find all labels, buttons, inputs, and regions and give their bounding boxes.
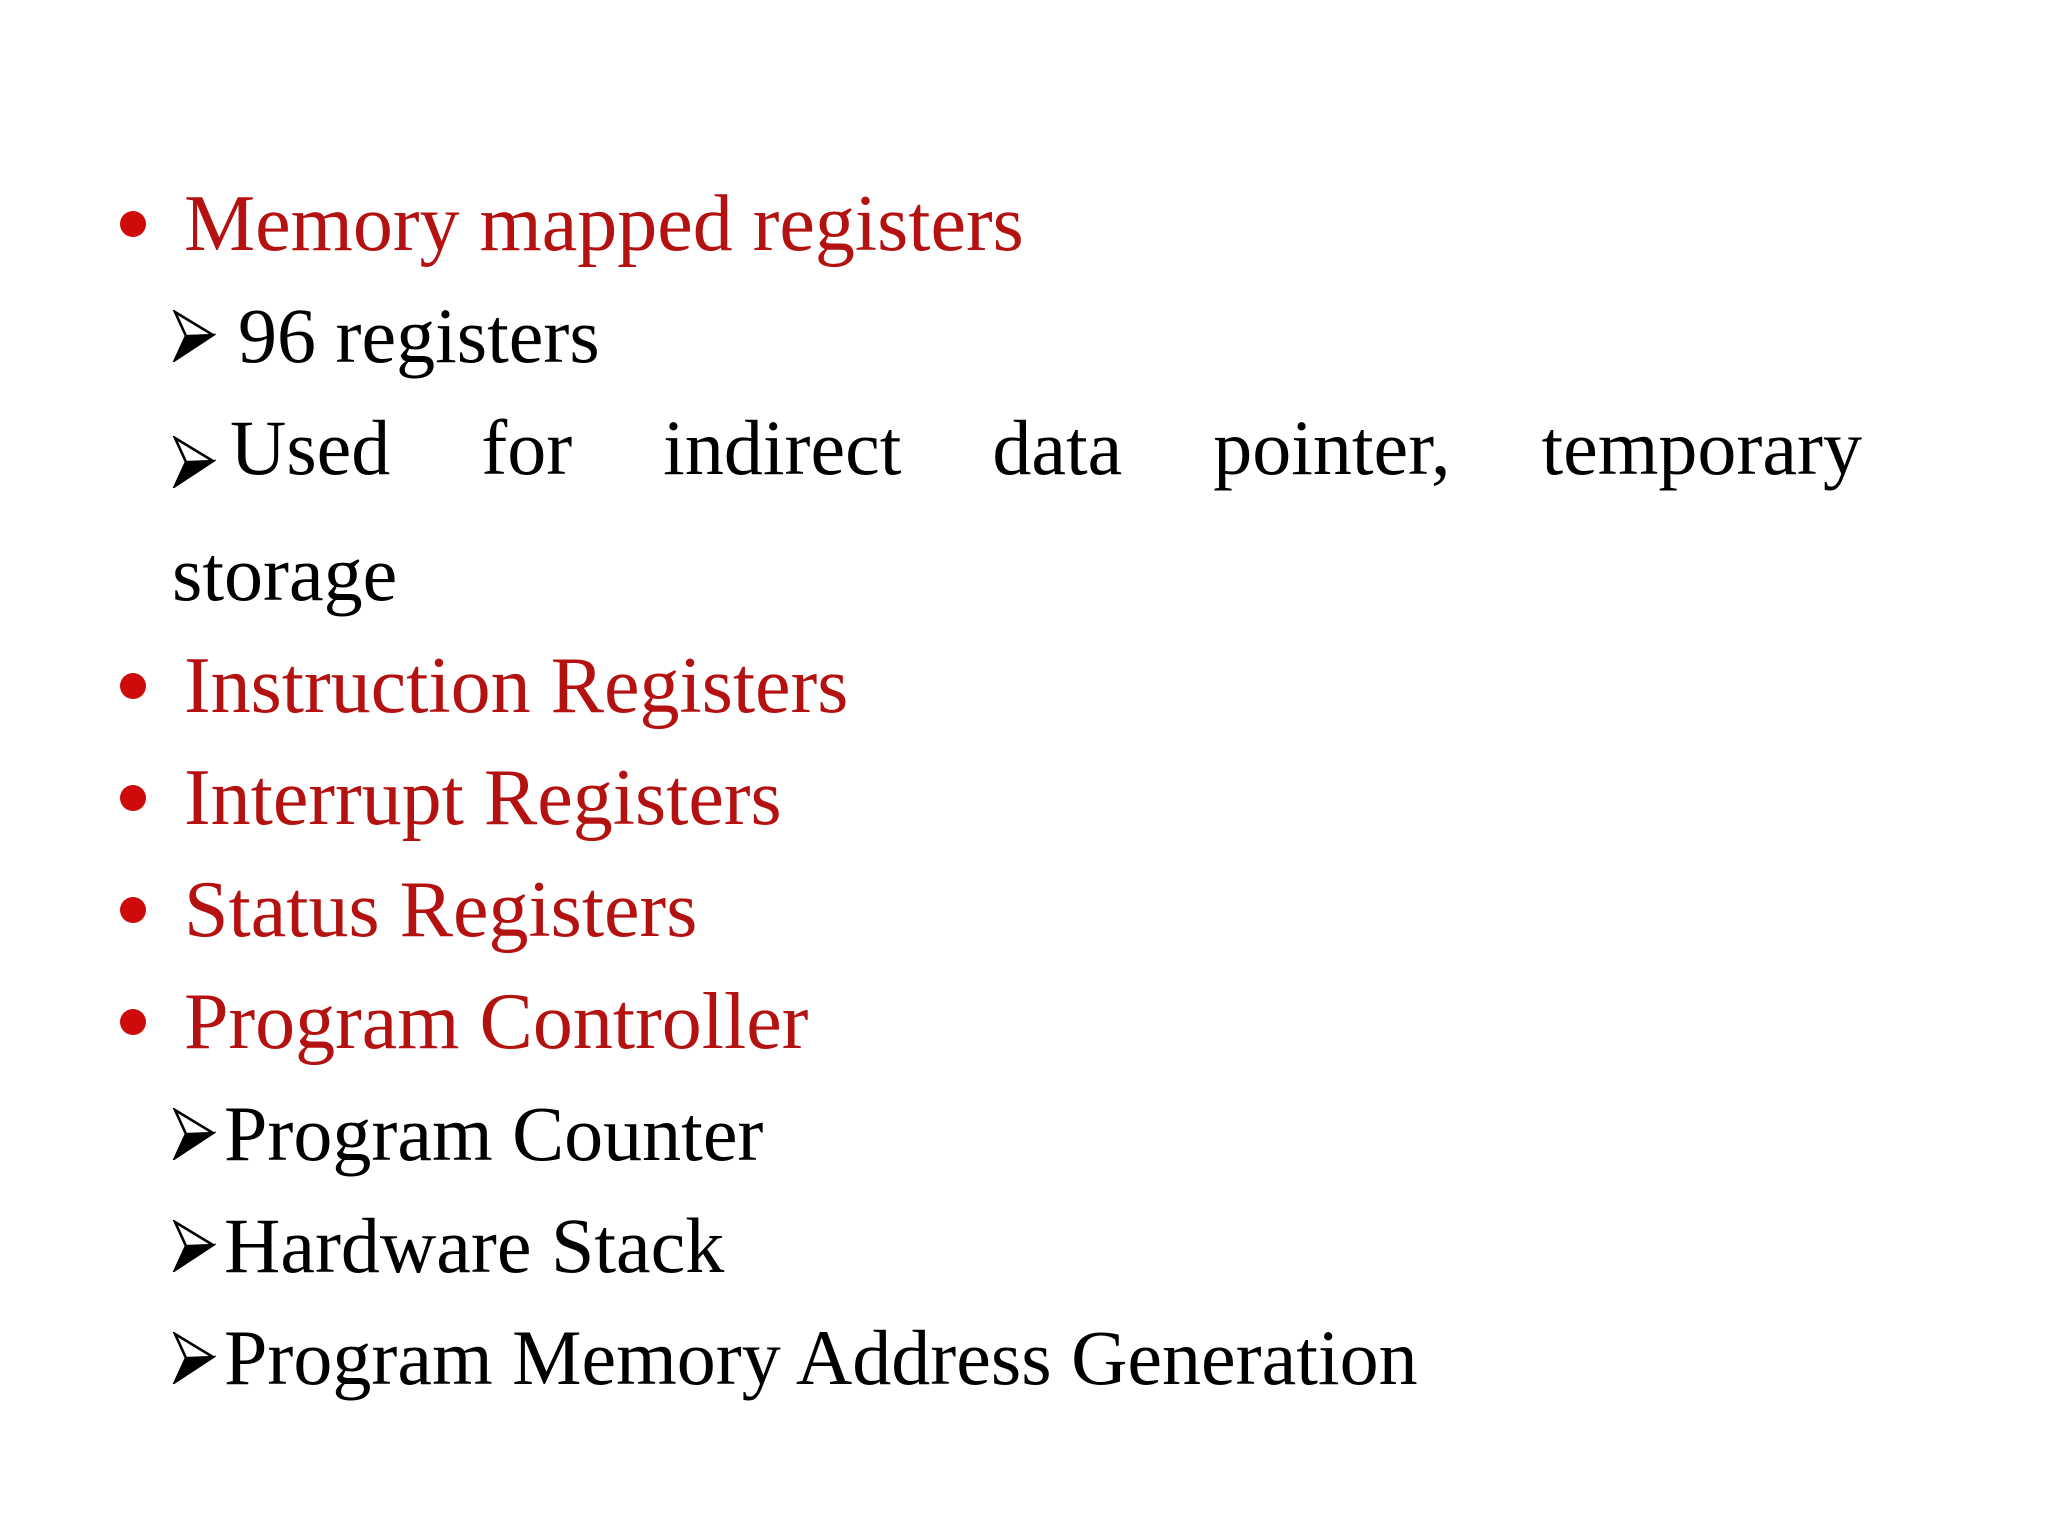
sub-bullet-paragraph: Used for indirect data pointer, temporar… — [171, 392, 1862, 630]
slide-body-content: Memory mapped registers 96 registers Use… — [112, 168, 1952, 1414]
sub-bullet-line-2: storage — [172, 530, 398, 617]
disc-bullet-icon — [112, 630, 184, 742]
arrowhead-bullet-icon — [172, 280, 238, 392]
bullet-label: Status Registers — [184, 866, 698, 954]
disc-bullet-icon — [112, 966, 184, 1078]
bullet-item-interrupt-registers: Interrupt Registers — [112, 742, 1952, 854]
sub-bullet-label: 96 registers — [238, 292, 600, 379]
sub-bullet-item-program-counter: Program Counter — [112, 1078, 1952, 1190]
bullet-item-memory-mapped-registers: Memory mapped registers — [112, 168, 1952, 280]
arrowhead-bullet-icon — [172, 1078, 224, 1190]
disc-bullet-icon — [112, 742, 184, 854]
sub-bullet-label: Hardware Stack — [224, 1202, 725, 1289]
sub-bullet-item-program-memory-address-generation: Program Memory Address Generation — [112, 1302, 1952, 1414]
sub-bullet-label: Program Memory Address Generation — [224, 1314, 1418, 1401]
sub-bullet-line-1-text: Used for indirect data pointer, temporar… — [230, 404, 1862, 491]
bullet-label: Memory mapped registers — [184, 180, 1024, 268]
bullet-label: Instruction Registers — [184, 642, 849, 730]
bullet-label: Interrupt Registers — [184, 754, 782, 842]
bullet-label: Program Controller — [184, 978, 809, 1066]
sub-bullet-item-used-for-indirect-data-pointer: Used for indirect data pointer, temporar… — [112, 392, 1952, 630]
sub-bullet-label: Program Counter — [224, 1090, 764, 1177]
arrowhead-bullet-icon — [172, 1302, 224, 1414]
disc-bullet-icon — [112, 168, 184, 280]
sub-bullet-item-96-registers: 96 registers — [112, 280, 1952, 392]
sub-bullet-line-1: Used for indirect data pointer, temporar… — [171, 392, 1862, 518]
arrowhead-bullet-icon — [172, 1190, 224, 1302]
arrowhead-bullet-icon — [171, 406, 217, 518]
disc-bullet-icon — [112, 854, 184, 966]
bullet-item-instruction-registers: Instruction Registers — [112, 630, 1952, 742]
bullet-item-program-controller: Program Controller — [112, 966, 1952, 1078]
bullet-item-status-registers: Status Registers — [112, 854, 1952, 966]
sub-bullet-item-hardware-stack: Hardware Stack — [112, 1190, 1952, 1302]
